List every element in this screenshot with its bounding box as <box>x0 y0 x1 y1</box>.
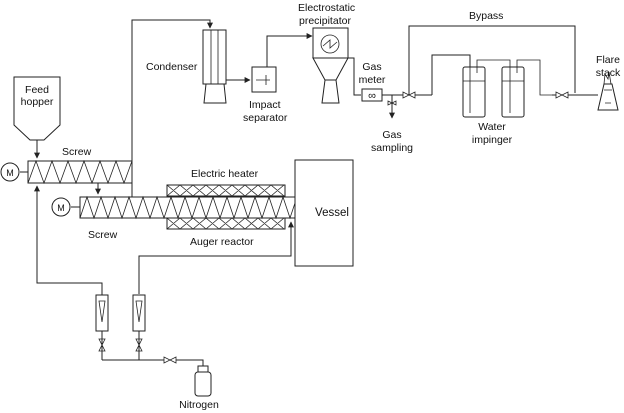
vessel-label: Vessel <box>315 207 349 219</box>
water-impinger-label-line1: Water <box>478 121 506 133</box>
separator-to-precipitator-line <box>266 33 313 67</box>
electric-heater-label: Electric heater <box>191 168 259 180</box>
electrostatic-precipitator: Electrostatic precipitator <box>298 2 355 104</box>
gas-meter-icon: ∞ <box>368 90 376 102</box>
electrostatic-precipitator-label-line2: precipitator <box>299 15 351 27</box>
impinger-inlet-line <box>431 54 471 95</box>
nitrogen-header-line <box>102 359 204 366</box>
impact-separator-label-line2: separator <box>243 112 288 124</box>
bypass-label: Bypass <box>469 10 503 22</box>
nitrogen-main-valve-icon <box>163 356 177 364</box>
rotameter-feed-lines <box>101 331 140 360</box>
top-motor-label: M <box>6 168 14 178</box>
feed-hopper-label-line1: Feed <box>25 84 49 96</box>
impact-separator: Impact separator <box>243 66 288 124</box>
feed-hopper: Feed hopper <box>13 76 61 141</box>
rotameter-left <box>95 294 109 332</box>
water-impinger: Water impinger <box>431 54 552 146</box>
gas-sampling-label-line1: Gas <box>382 129 401 141</box>
precipitator-electrode-icon <box>320 34 340 54</box>
feed-hopper-label-line2: hopper <box>21 96 54 108</box>
auger-reactor: M Electric heater Auger reactor Screw <box>51 168 296 248</box>
vapour-line <box>131 19 213 197</box>
water-impinger-label-line2: impinger <box>472 134 513 146</box>
top-screw-feeder: M Screw <box>0 146 133 185</box>
flare-stack-label-line1: Flare <box>596 54 620 66</box>
condenser-label: Condenser <box>146 61 198 73</box>
top-motor-icon <box>0 162 20 182</box>
gas-sampling-valve-icon <box>387 100 397 106</box>
bypass-line <box>408 25 576 95</box>
rotameter-right <box>132 294 146 332</box>
flare-stack-label-line2: stack <box>596 67 621 79</box>
flare-stack: Flare stack <box>596 54 621 111</box>
electrostatic-precipitator-label-line1: Electrostatic <box>298 2 355 14</box>
hopper-purge-line <box>34 185 103 295</box>
gas-sampling-label-line2: sampling <box>371 142 413 154</box>
nitrogen-label: Nitrogen <box>179 399 219 411</box>
bottom-motor-label: M <box>57 203 65 213</box>
screw-top-label: Screw <box>62 146 92 158</box>
condenser: Condenser <box>146 29 227 104</box>
nitrogen-cylinder: Nitrogen <box>179 365 219 411</box>
vessel: Vessel <box>294 159 354 267</box>
gas-meter-label-line1: Gas <box>362 61 381 73</box>
screw-bottom-label: Screw <box>88 229 118 241</box>
needle-valve-icons <box>98 338 143 352</box>
gas-meter: ∞ Gas meter <box>359 61 386 102</box>
bottom-motor-icon <box>51 197 71 217</box>
precipitator-to-gas-meter-line <box>348 57 361 96</box>
flare-valve-icon <box>555 91 569 99</box>
auger-reactor-label: Auger reactor <box>190 236 254 248</box>
gas-meter-label-line2: meter <box>359 74 386 86</box>
impact-separator-label-line1: Impact <box>249 99 281 111</box>
